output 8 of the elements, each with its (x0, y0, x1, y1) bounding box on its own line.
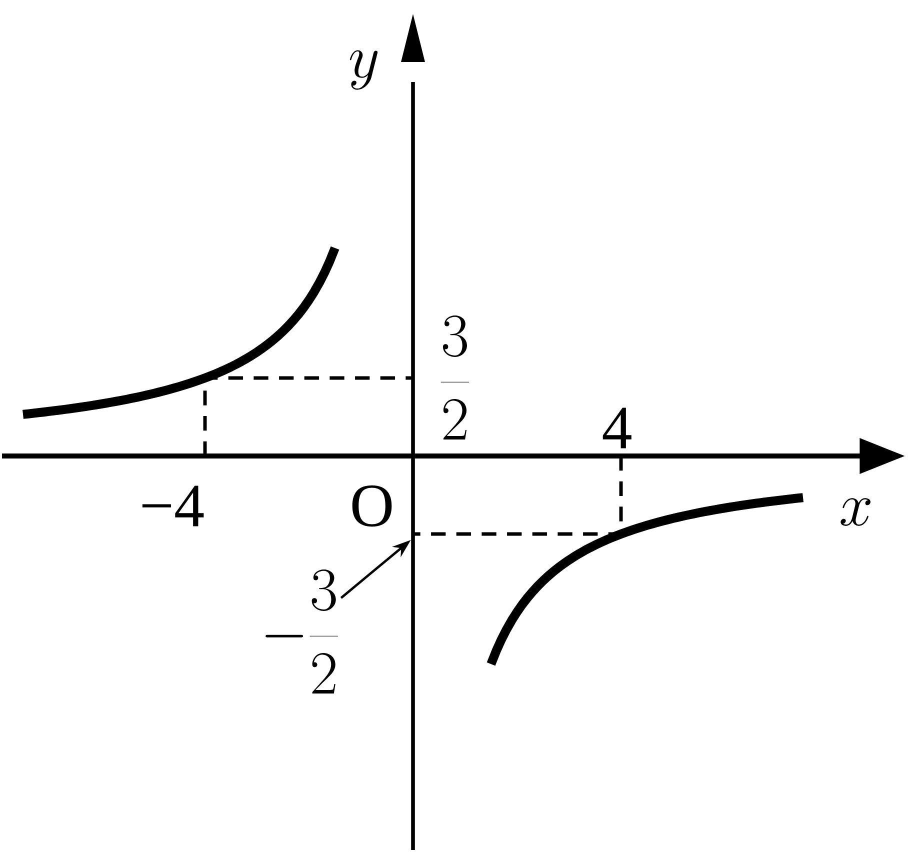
axis-label: $x$ (840, 498, 870, 526)
tick-label: 4 (602, 408, 632, 448)
origin-label: O (352, 485, 392, 527)
axis-label: $y$ (350, 50, 378, 90)
tick-label: −4 (142, 486, 204, 526)
point-label: $-\frac{3}{2}$ (266, 569, 338, 694)
tick-label: $\frac{3}{2}$ (440, 315, 470, 440)
y-axis (401, 14, 425, 850)
